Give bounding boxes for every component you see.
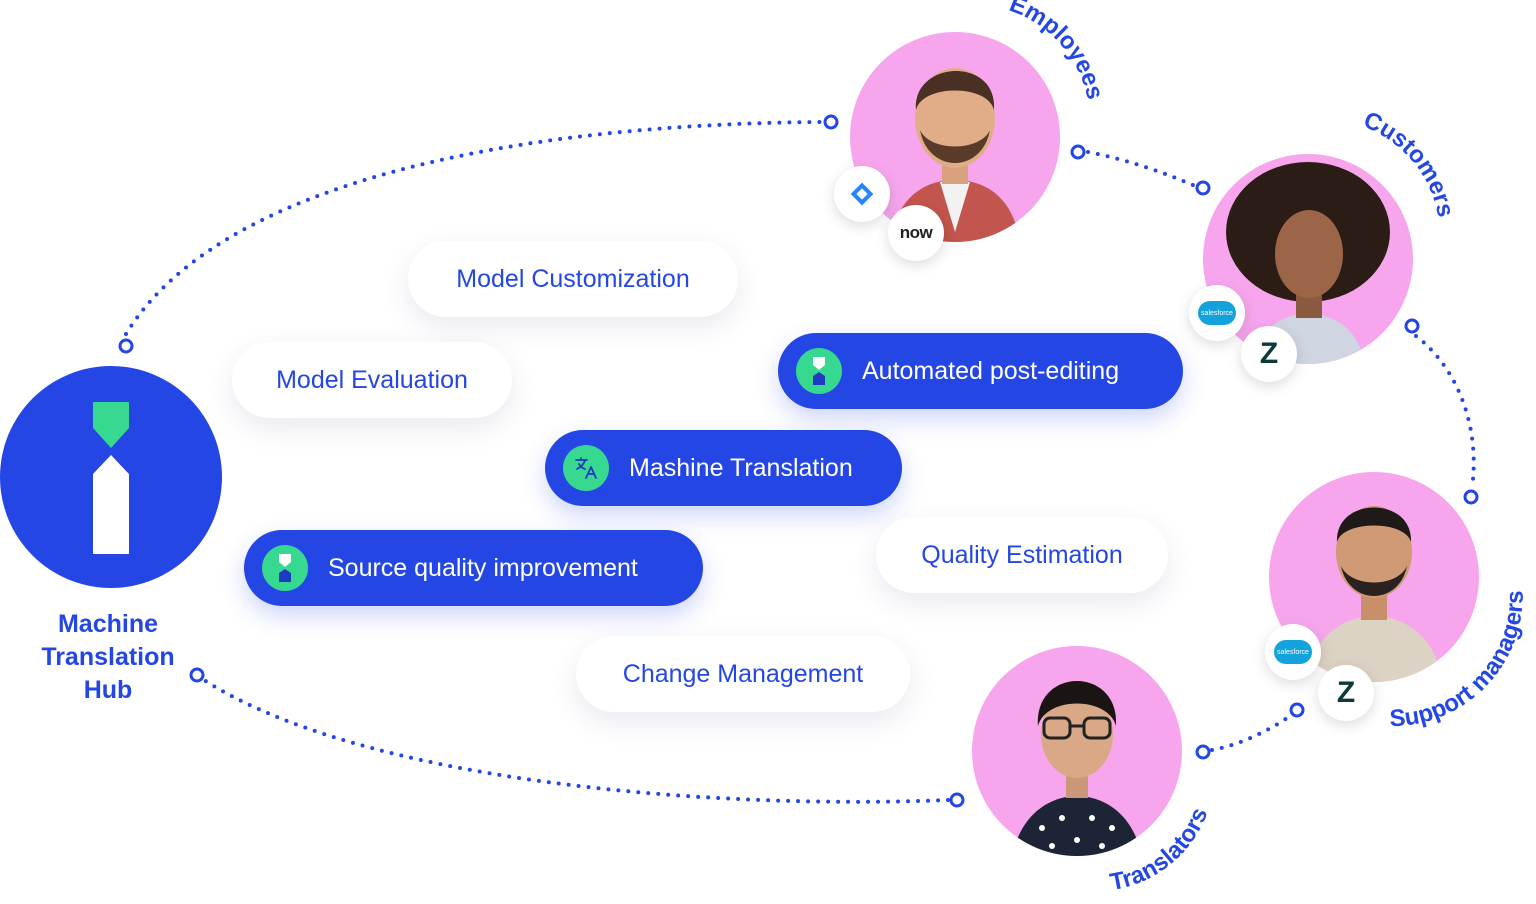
mt-hub-circle [0, 366, 222, 588]
connector-employees-customers [1086, 150, 1197, 188]
connector-support-translators [1210, 714, 1292, 752]
persona-label-translators: Translators [1108, 804, 1214, 896]
hub-label-line2: Translation [41, 643, 175, 671]
hourglass-badge-icon [796, 348, 842, 394]
pill-label: Automated post-editing [862, 356, 1120, 385]
pill-label: Model Customization [456, 264, 690, 293]
pill-quality-estimation: Quality Estimation [876, 517, 1168, 593]
connector-node [1463, 489, 1479, 505]
translators-avatar [972, 646, 1182, 856]
pill-label: Mashine Translation [629, 453, 853, 482]
connector-node [1195, 744, 1211, 760]
hourglass-logo-icon [93, 402, 129, 554]
persona-label-support-managers: Support managers [1389, 590, 1529, 732]
zendesk-text: Z [1259, 337, 1279, 370]
pill-automated-post-editing: Automated post-editing [778, 333, 1183, 409]
pill-change-management: Change Management [576, 636, 910, 712]
salesforce-icon: salesforce [1265, 624, 1321, 680]
pill-label: Quality Estimation [921, 540, 1123, 569]
connector-node [1195, 180, 1211, 196]
zendesk-text: Z [1336, 676, 1356, 709]
connector-node [1404, 318, 1420, 334]
hub-label-line1: Machine [57, 610, 159, 638]
connector-hub-employees [124, 120, 824, 336]
salesforce-text: salesforce [1198, 301, 1236, 325]
connector-node [1289, 702, 1305, 718]
pill-source-quality-improvement: Source quality improvement [244, 530, 703, 606]
persona-label-customers: Customers [1360, 106, 1460, 219]
persona-label-employees: Employees [1006, 0, 1109, 102]
jira-icon [834, 166, 890, 222]
connector-translators-hub [202, 678, 950, 804]
salesforce-text: salesforce [1274, 640, 1312, 664]
translate-icon [563, 445, 609, 491]
connector-node [189, 667, 205, 683]
connector-node [823, 114, 839, 130]
pill-label: Source quality improvement [328, 553, 638, 582]
connector-node [949, 792, 965, 808]
pill-machine-translation: Mashine Translation [545, 430, 902, 506]
zendesk-icon: Z [1318, 665, 1374, 721]
connector-customers-support [1414, 334, 1476, 490]
salesforce-icon: salesforce [1189, 285, 1245, 341]
hourglass-badge-icon [262, 545, 308, 591]
zendesk-icon: Z [1241, 326, 1297, 382]
pill-label: Model Evaluation [276, 365, 468, 394]
hub-label-line3: Hub [83, 676, 133, 704]
hub-label: Machine Translation Hub [18, 608, 198, 707]
pill-model-customization: Model Customization [408, 241, 738, 317]
connector-node [118, 338, 134, 354]
connector-node [1070, 144, 1086, 160]
servicenow-icon: now [888, 205, 944, 261]
person-icon [1012, 681, 1142, 856]
pill-model-evaluation: Model Evaluation [232, 342, 512, 418]
pill-label: Change Management [622, 659, 864, 688]
servicenow-text: now [899, 223, 933, 242]
